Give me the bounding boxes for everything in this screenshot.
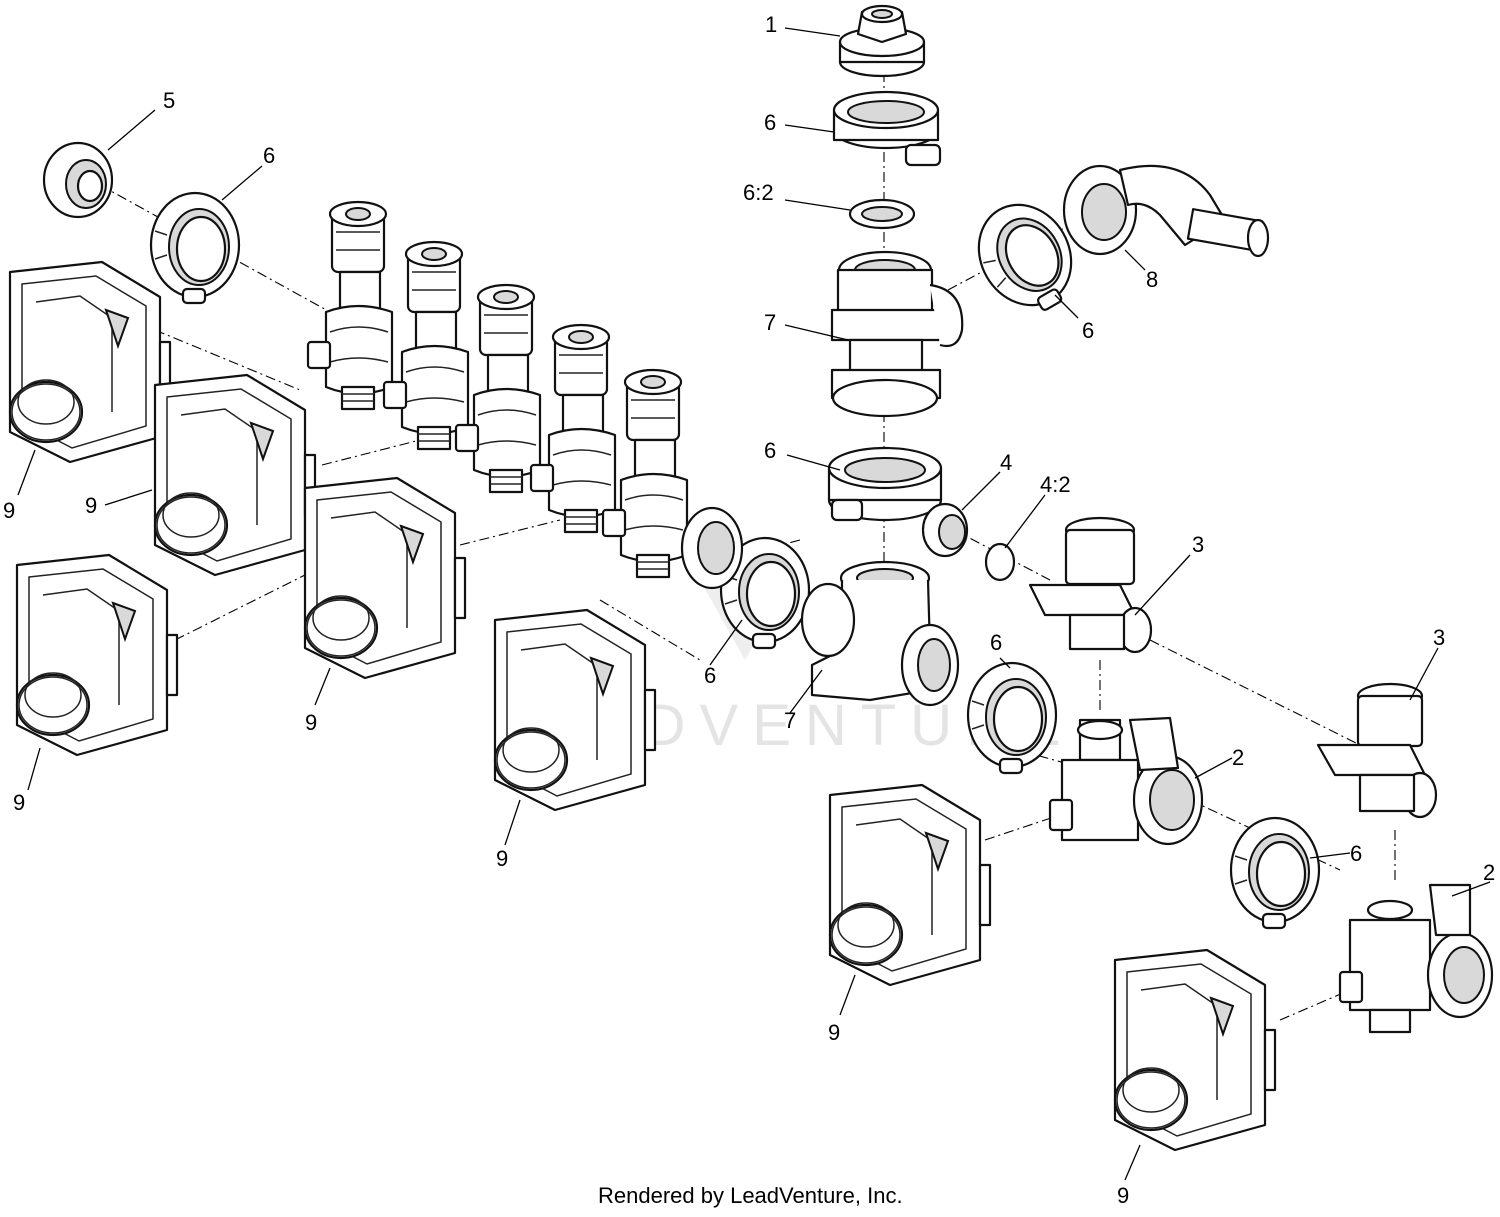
callout-14: 9 bbox=[85, 493, 97, 518]
o-ring bbox=[848, 198, 916, 230]
callout-7: 6 bbox=[1082, 318, 1094, 343]
callout-26: 9 bbox=[1117, 1183, 1129, 1208]
render-credit: Rendered by LeadVenture, Inc. bbox=[598, 1183, 903, 1208]
manifold-tee-lower bbox=[800, 560, 960, 707]
callout-8: 7 bbox=[764, 310, 776, 335]
callout-15: 9 bbox=[13, 790, 25, 815]
middle-clamp bbox=[827, 446, 943, 522]
hex-fitting bbox=[838, 4, 926, 78]
callout-12: 3 bbox=[1192, 532, 1204, 557]
tee-manifold-right bbox=[1316, 682, 1438, 819]
three-way-valve-upper bbox=[1048, 716, 1204, 846]
nipple-fitting bbox=[921, 502, 969, 558]
callout-2: 6 bbox=[764, 110, 776, 135]
callout-20: 3 bbox=[1433, 625, 1445, 650]
elbow-fitting bbox=[1062, 164, 1270, 258]
callout-23: 6 bbox=[1350, 841, 1362, 866]
callout-18: 7 bbox=[784, 708, 796, 733]
leader-lines bbox=[17, 27, 1491, 1181]
callout-3: 6:2 bbox=[743, 180, 774, 205]
callout-9: 6 bbox=[764, 438, 776, 463]
callout-16: 9 bbox=[305, 710, 317, 735]
callout-13: 9 bbox=[3, 498, 15, 523]
callout-19: 6 bbox=[990, 630, 1002, 655]
three-way-valve-right bbox=[1338, 883, 1494, 1034]
o-ring-large bbox=[680, 506, 744, 590]
tee-manifold-upper bbox=[1028, 516, 1153, 654]
callout-10: 4 bbox=[1000, 450, 1012, 475]
callout-6: 8 bbox=[1146, 267, 1158, 292]
end-cap bbox=[42, 141, 114, 219]
callout-5: 6 bbox=[263, 143, 275, 168]
callout-4: 5 bbox=[163, 88, 175, 113]
top-clamp bbox=[832, 90, 942, 167]
callout-17: 6 bbox=[704, 663, 716, 688]
callout-25: 9 bbox=[828, 1020, 840, 1045]
callout-11: 4:2 bbox=[1040, 472, 1071, 497]
callout-1: 1 bbox=[765, 12, 777, 37]
o-ring-small bbox=[984, 542, 1016, 582]
callout-labels: 1 6 6:2 5 6 8 6 7 6 4 4:2 3 9 9 9 9 6 7 … bbox=[3, 12, 1495, 1208]
callout-24: 2 bbox=[1483, 860, 1495, 885]
callout-22: 9 bbox=[496, 846, 508, 871]
callout-21: 2 bbox=[1232, 745, 1244, 770]
manifold-tee-upper bbox=[830, 250, 964, 418]
